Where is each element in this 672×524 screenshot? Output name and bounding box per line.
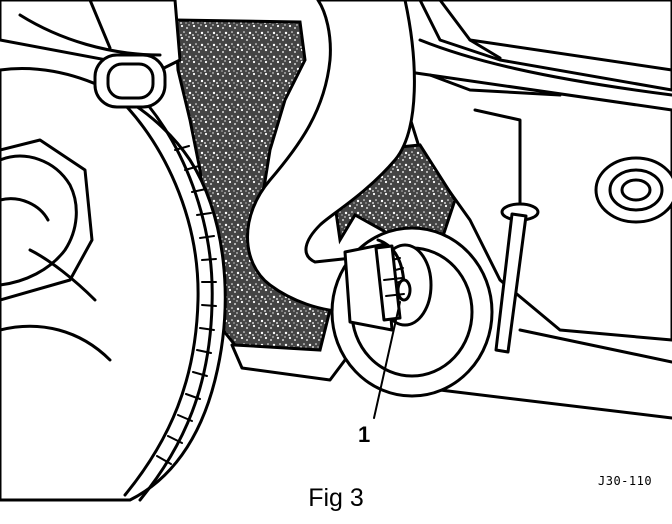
figure-caption: Fig 3 [308,484,364,512]
hose-clamp [374,244,405,322]
drive-flange [330,226,494,398]
tyre-wheel [0,0,227,502]
callout-1: 1 [358,301,401,447]
callout-leader-line [373,301,401,419]
drawing-reference-code: J30-110 [598,474,653,488]
callout-label: 1 [358,422,370,447]
bolt-rod [494,202,540,354]
hose-pipe [246,0,416,314]
chassis-structure [316,0,672,420]
